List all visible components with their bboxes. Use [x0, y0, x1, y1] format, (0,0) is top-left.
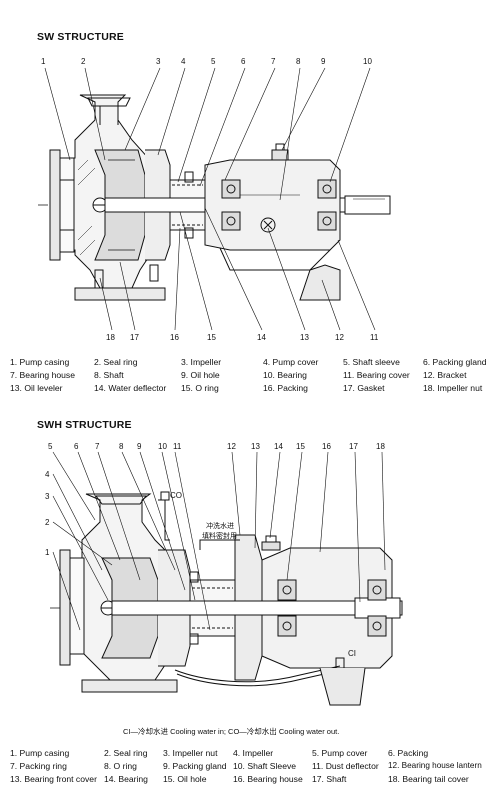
sw-legend-item: 16. Packing — [263, 383, 308, 393]
swh-callout-16: 16 — [322, 442, 331, 451]
swh-callout-5: 5 — [48, 442, 53, 451]
sw-callout-17: 17 — [130, 333, 139, 342]
swh-legend-item: 1. Pump casing — [10, 748, 70, 758]
sw-legend-item: 6. Packing gland — [423, 357, 487, 367]
swh-legend-item: 5. Pump cover — [312, 748, 368, 758]
swh-structure-drawing: 5 6 7 8 9 10 11 12 13 14 15 16 17 18 4 3… — [45, 442, 501, 715]
swh-callout-3: 3 — [45, 492, 50, 501]
swh-callout-14: 14 — [274, 442, 283, 451]
swh-callout-2: 2 — [45, 518, 50, 527]
sw-callout-9: 9 — [321, 57, 326, 66]
swh-legend-item: 11. Dust deflector — [312, 761, 379, 771]
swh-callout-9: 9 — [137, 442, 142, 451]
swh-callout-17: 17 — [349, 442, 358, 451]
sw-callout-3: 3 — [156, 57, 161, 66]
swh-callout-6: 6 — [74, 442, 79, 451]
swh-legend-item: 4. Impeller — [233, 748, 274, 758]
swh-legend-item: 13. Bearing front cover — [10, 774, 97, 784]
sw-callout-14: 14 — [257, 333, 266, 342]
sw-callout-7: 7 — [271, 57, 276, 66]
swh-callout-7: 7 — [95, 442, 100, 451]
sw-callout-4: 4 — [181, 57, 186, 66]
sw-legend-item: 14. Water deflector — [94, 383, 167, 393]
sw-callout-6: 6 — [241, 57, 246, 66]
swh-callouts-top: 5 6 7 8 9 10 11 12 13 14 15 16 17 18 — [48, 442, 385, 451]
sw-callout-10: 10 — [363, 57, 372, 66]
sw-callout-15: 15 — [207, 333, 216, 342]
swh-structure-title: SWH STRUCTURE — [37, 419, 132, 431]
swh-legend-item: 9. Packing gland — [163, 761, 227, 771]
sw-callouts-top: 1 2 3 4 5 6 7 8 9 10 — [41, 57, 372, 66]
swh-cooling-note: CI—冷却水进 Cooling water in; CO—冷却水出 Coolin… — [123, 727, 340, 736]
swh-legend-item: 17. Shaft — [312, 774, 347, 784]
sw-callout-13: 13 — [300, 333, 309, 342]
sw-legend-item: 15. O ring — [181, 383, 219, 393]
sw-legend-item: 8. Shaft — [94, 370, 124, 380]
sw-callout-5: 5 — [211, 57, 216, 66]
sw-callout-18: 18 — [106, 333, 115, 342]
swh-legend-item: 3. Impeller nut — [163, 748, 218, 758]
swh-legend-item: 18. Bearing tail cover — [388, 774, 469, 784]
sw-callout-16: 16 — [170, 333, 179, 342]
swh-co-label: CO — [170, 491, 182, 500]
swh-callout-13: 13 — [251, 442, 260, 451]
swh-flush-annotation-1: 冲洗水进 — [206, 521, 234, 530]
sw-legend-item: 17. Gasket — [343, 383, 385, 393]
sw-legend-item: 9. Oil hole — [181, 370, 220, 380]
swh-legend-item: 10. Shaft Sleeve — [233, 761, 297, 771]
swh-legend-item: 6. Packing — [388, 748, 429, 758]
swh-callout-4: 4 — [45, 470, 50, 479]
swh-legend-item: 15. Oil hole — [163, 774, 207, 784]
swh-callout-15: 15 — [296, 442, 305, 451]
sw-legend-item: 4. Pump cover — [263, 357, 319, 367]
swh-legend-item: 2. Seal ring — [104, 748, 148, 758]
sw-legend-item: 18. Impeller nut — [423, 383, 483, 393]
sw-legend-item: 5. Shaft sleeve — [343, 357, 400, 367]
swh-callout-10: 10 — [158, 442, 167, 451]
swh-legend-item: 8. O ring — [104, 761, 137, 771]
swh-callouts-left: 4 3 2 1 — [45, 470, 50, 557]
sw-legend-item: 13. Oil leveler — [10, 383, 63, 393]
sw-callouts-bottom: 18 17 16 15 14 13 12 11 — [106, 333, 379, 342]
sw-structure-drawing: 1 2 3 4 5 6 7 8 9 10 18 17 16 15 14 13 1… — [0, 57, 501, 342]
sw-legend-item: 7. Bearing house — [10, 370, 75, 380]
sw-legend-item: 2. Seal ring — [94, 357, 138, 367]
swh-callout-8: 8 — [119, 442, 124, 451]
sw-callout-1: 1 — [41, 57, 46, 66]
sw-legend-item: 12. Bracket — [423, 370, 467, 380]
swh-legend-item: 14. Bearing — [104, 774, 148, 784]
sw-callout-2: 2 — [81, 57, 86, 66]
sw-legend-item: 11. Bearing cover — [343, 370, 410, 380]
swh-legend-item: 7. Packing ring — [10, 761, 67, 771]
swh-ci-label: CI — [348, 649, 356, 658]
swh-callout-12: 12 — [227, 442, 236, 451]
sw-callout-8: 8 — [296, 57, 301, 66]
sw-structure-title: SW STRUCTURE — [37, 31, 124, 43]
swh-callout-11: 11 — [173, 442, 182, 451]
sw-legend-item: 10. Bearing — [263, 370, 307, 380]
swh-legend-item: 12. Bearing house lantern — [388, 761, 482, 770]
sw-callout-12: 12 — [335, 333, 344, 342]
swh-legend-item: 16. Bearing house — [233, 774, 303, 784]
sw-legend-item: 1. Pump casing — [10, 357, 70, 367]
swh-flush-annotation-2: 填料密封用 — [202, 531, 237, 540]
swh-callout-18: 18 — [376, 442, 385, 451]
sw-callout-11: 11 — [370, 333, 379, 342]
swh-callout-1: 1 — [45, 548, 50, 557]
sw-legend-item: 3. Impeller — [181, 357, 222, 367]
